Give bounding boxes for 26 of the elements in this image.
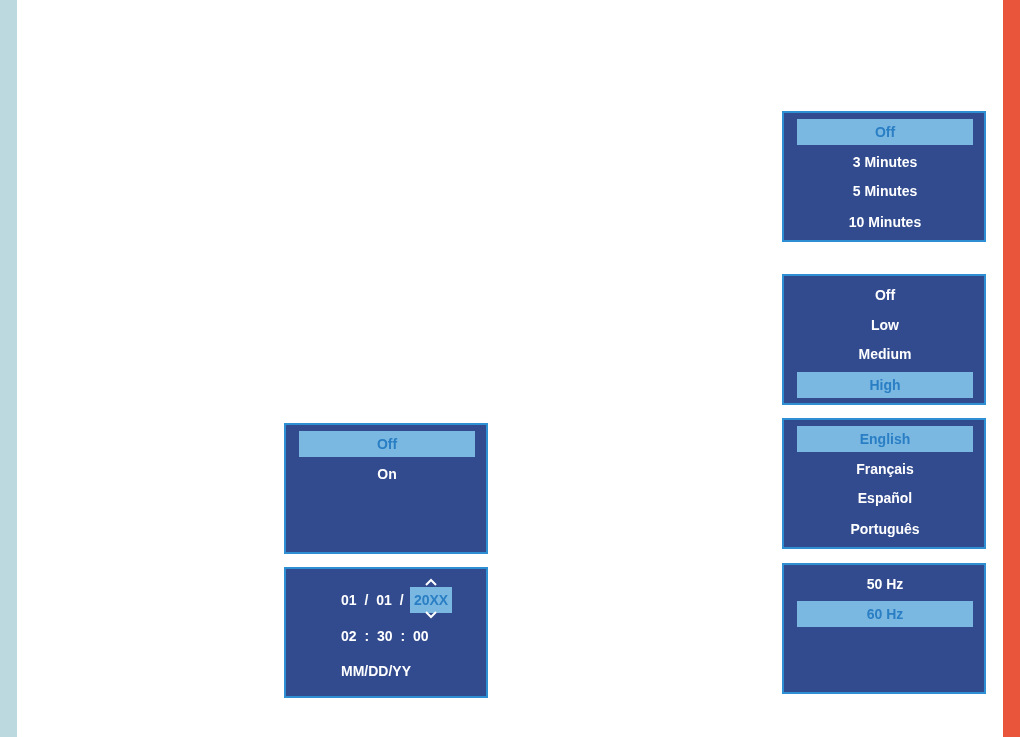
menu-screen bbox=[782, 563, 986, 694]
menu-option: Português bbox=[797, 516, 973, 542]
menu-option: Low bbox=[797, 312, 973, 338]
menu-option: 01 / 01 / bbox=[341, 587, 411, 613]
selected-option: 20XX bbox=[410, 587, 452, 613]
selected-option: Off bbox=[299, 431, 475, 457]
menu-option: 3 Minutes bbox=[797, 149, 973, 175]
selected-option: English bbox=[797, 426, 973, 452]
menu-option: 50 Hz bbox=[797, 571, 973, 597]
selected-option: Off bbox=[797, 119, 973, 145]
menu-screen bbox=[284, 567, 488, 698]
menu-screen bbox=[284, 423, 488, 554]
menu-option: MM/DD/YY bbox=[341, 658, 417, 684]
menu-screen bbox=[782, 274, 986, 405]
menu-option: On bbox=[299, 461, 475, 487]
menu-option: Español bbox=[797, 485, 973, 511]
menu-screen bbox=[782, 418, 986, 549]
menu-option: Off bbox=[797, 282, 973, 308]
menu-option: 02 : 30 : 00 bbox=[341, 623, 435, 649]
menu-option: Français bbox=[797, 456, 973, 482]
menu-option: Medium bbox=[797, 341, 973, 367]
selected-option: High bbox=[797, 372, 973, 398]
menu-screen bbox=[782, 111, 986, 242]
menu-option: 10 Minutes bbox=[797, 209, 973, 235]
selected-option: 60 Hz bbox=[797, 601, 973, 627]
menu-option: 5 Minutes bbox=[797, 178, 973, 204]
